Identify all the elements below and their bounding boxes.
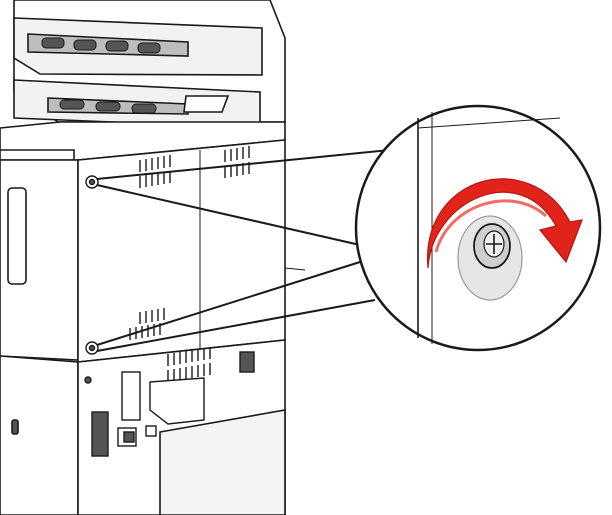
printer-front-face bbox=[0, 159, 79, 361]
callout-lines bbox=[96, 149, 391, 352]
bin-rollers bbox=[41, 37, 161, 114]
panel-vents bbox=[129, 146, 250, 340]
rotate-arrow-icon bbox=[427, 178, 583, 269]
callout-magnifier bbox=[354, 104, 602, 352]
cabinet-ports bbox=[84, 351, 255, 457]
panel-screws bbox=[85, 175, 99, 355]
side-panel bbox=[77, 139, 306, 363]
cabinet-vents bbox=[167, 347, 211, 382]
thumbscrew-icon bbox=[473, 223, 511, 269]
front-handle bbox=[7, 187, 27, 285]
